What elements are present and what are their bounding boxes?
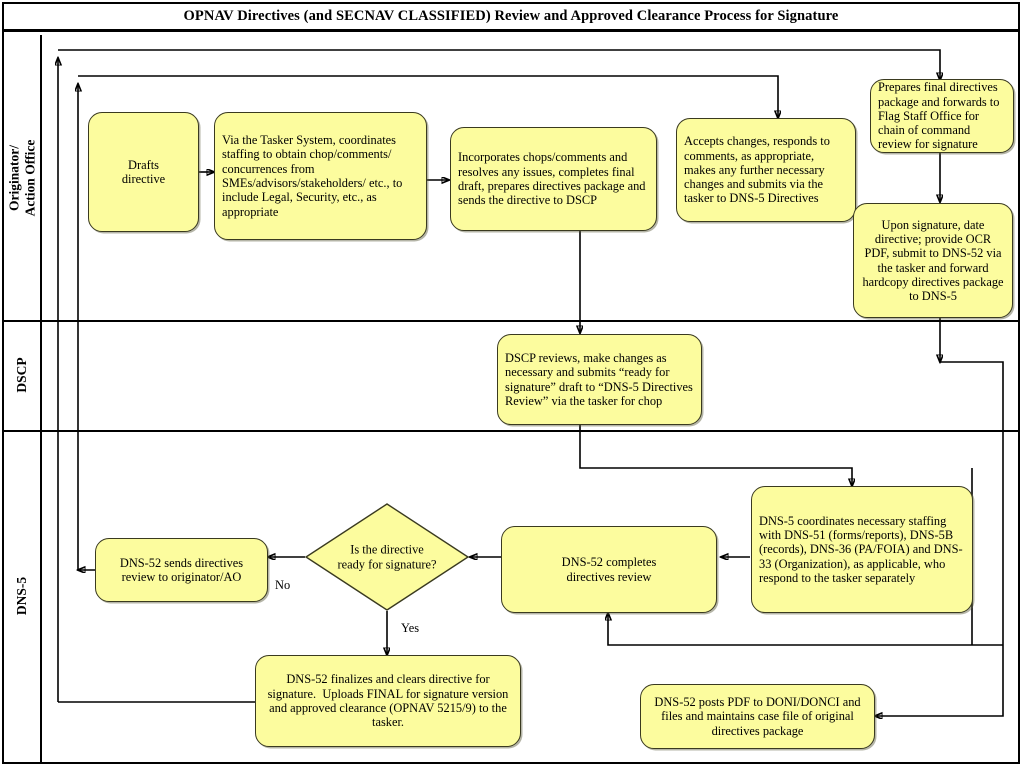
diamond-shape xyxy=(304,503,470,611)
page-title: OPNAV Directives (and SECNAV CLASSIFIED)… xyxy=(183,8,839,24)
node-text: DSCP reviews, make changes as necessary … xyxy=(505,350,693,408)
node-prepares-final-package[interactable]: Prepares final directives package and fo… xyxy=(870,79,1014,153)
node-text: Upon signature, date directive; provide … xyxy=(862,217,1004,304)
edge-rightrail-to-n9 xyxy=(608,613,1003,646)
node-text: DNS-52 finalizes and clears directive fo… xyxy=(267,672,509,730)
lane-header-originator: Originator/Action Office xyxy=(4,35,42,320)
lane-divider-1 xyxy=(4,320,1018,322)
node-text: DNS-5 coordinates necessary staffing wit… xyxy=(759,513,963,585)
edge-label-no: No xyxy=(275,578,291,592)
node-incorporates-chops[interactable]: Incorporates chops/comments and resolves… xyxy=(450,127,657,231)
lane-divider-2 xyxy=(4,430,1018,432)
edge-rightrail-down xyxy=(940,361,1004,645)
lane-header-dns5: DNS-5 xyxy=(4,430,42,762)
edge-leftrail-inner-to-n4 xyxy=(78,75,778,118)
node-text: Accepts changes, responds to comments, a… xyxy=(684,134,830,206)
node-dns5-coordinates-staffing[interactable]: DNS-5 coordinates necessary staffing wit… xyxy=(751,486,973,613)
edge-leftrail-outer-to-n5 xyxy=(58,49,940,80)
node-dns52-posts-pdf[interactable]: DNS-52 posts PDF to DONI/DONCI and files… xyxy=(640,684,875,749)
node-tasker-system-staffing[interactable]: Via the Tasker System, coordinates staff… xyxy=(214,112,427,240)
node-dns52-finalizes-clears[interactable]: DNS-52 finalizes and clears directive fo… xyxy=(255,655,521,747)
edge-n7-n8 xyxy=(579,425,852,486)
node-upon-signature[interactable]: Upon signature, date directive; provide … xyxy=(853,203,1013,318)
node-text: Incorporates chops/comments and resolves… xyxy=(458,150,646,208)
edge-label-yes: Yes xyxy=(401,621,420,635)
node-text: Prepares final directives package and fo… xyxy=(878,80,1000,152)
node-dscp-reviews[interactable]: DSCP reviews, make changes as necessary … xyxy=(497,334,702,425)
edge-rightrail-to-n13 xyxy=(875,645,1004,716)
lane-header-dscp: DSCP xyxy=(4,320,42,430)
node-accepts-changes[interactable]: Accepts changes, responds to comments, a… xyxy=(676,118,856,222)
node-text: DNS-52 posts PDF to DONI/DONCI and files… xyxy=(654,695,861,738)
node-text: Via the Tasker System, coordinates staff… xyxy=(222,133,403,219)
diagram-title-bar: OPNAV Directives (and SECNAV CLASSIFIED)… xyxy=(4,4,1018,32)
